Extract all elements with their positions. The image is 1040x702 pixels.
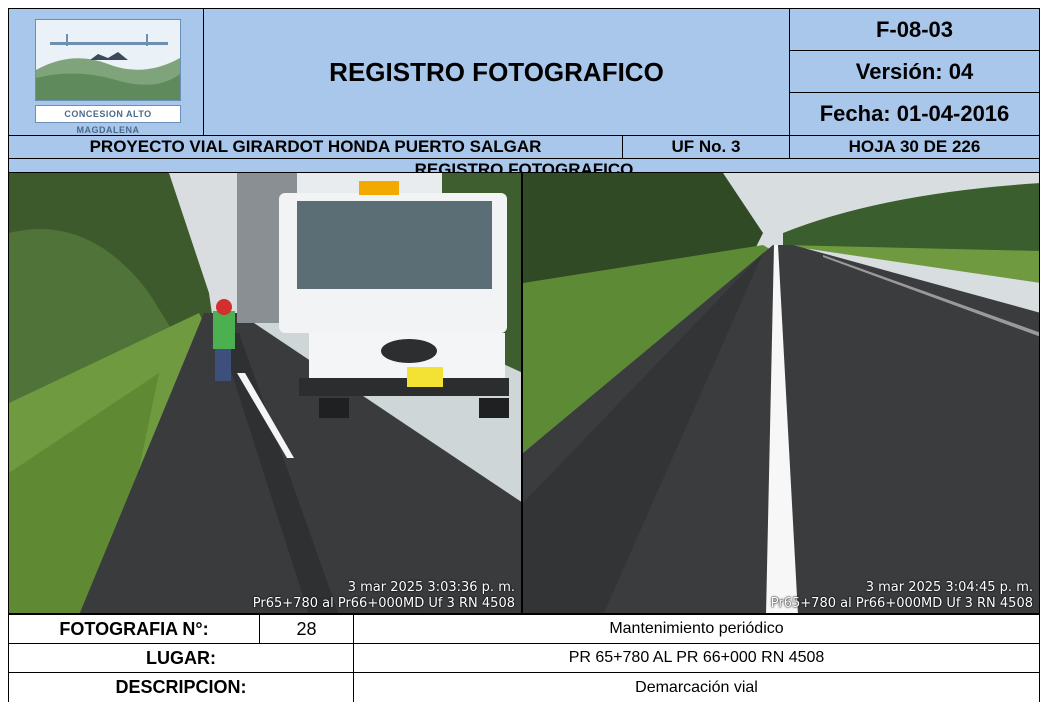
logo-text: CONCESION ALTO MAGDALENA [35,105,181,135]
photo-left: 3 mar 2025 3:03:36 p. m. Pr65+780 al Pr6… [8,172,522,614]
photo-right-timestamp: 3 mar 2025 3:04:45 p. m. [865,580,1033,595]
description-label: DESCRIPCION: [8,672,354,702]
uf-number: UF No. 3 [622,135,790,159]
company-logo [35,19,181,101]
logo-cell: CONCESION ALTO MAGDALENA [8,8,204,136]
photo-right: 3 mar 2025 3:04:45 p. m. Pr65+780 al Pr6… [522,172,1040,614]
project-name: PROYECTO VIAL GIRARDOT HONDA PUERTO SALG… [8,135,623,159]
photo-right-location: Pr65+780 al Pr66+000MD Uf 3 RN 4508 [770,596,1033,611]
place-value: PR 65+780 AL PR 66+000 RN 4508 [353,643,1040,673]
doc-date: Fecha: 01-04-2016 [789,92,1040,136]
description-value: Demarcación vial [353,672,1040,702]
activity-value: Mantenimiento periódico [353,614,1040,644]
doc-version: Versión: 04 [789,50,1040,93]
place-label: LUGAR: [8,643,354,673]
photo-number-value: 28 [259,614,354,644]
doc-code: F-08-03 [789,8,1040,51]
photo-number-label: FOTOGRAFIA N°: [8,614,260,644]
document-title: REGISTRO FOTOGRAFICO [203,8,790,136]
sheet-number: HOJA 30 DE 226 [789,135,1040,159]
photo-left-location: Pr65+780 al Pr66+000MD Uf 3 RN 4508 [252,596,515,611]
photo-left-timestamp: 3 mar 2025 3:03:36 p. m. [347,580,515,595]
